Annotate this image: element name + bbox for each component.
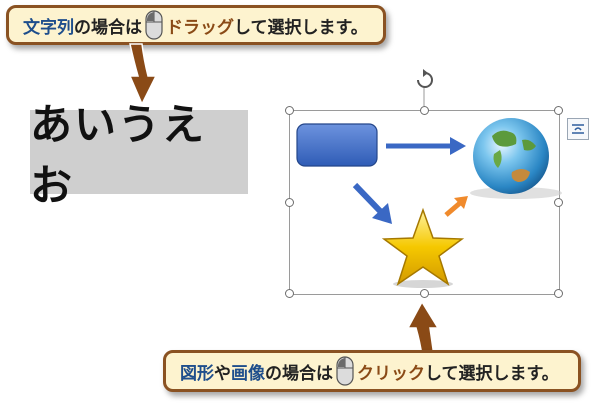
layout-options-icon [572,124,584,134]
diagonal-arrow-icon [352,182,392,224]
instruction-callout-shape: 図形 や 画像 の場合は クリック して選択します。 [163,350,581,392]
resize-handle-tm[interactable] [420,106,429,115]
rotate-handle-icon[interactable] [417,69,433,106]
keyword-click: クリック [357,363,425,384]
resize-handle-tr[interactable] [554,106,563,115]
instruction-callout-text: 文字列 の場合は ドラッグ して選択します。 [6,5,386,45]
mouse-icon [145,10,163,40]
resize-handle-mr[interactable] [554,198,563,207]
keyword-shape: 図形 [180,363,214,384]
right-arrow-icon [386,137,466,155]
resize-handle-bl[interactable] [285,289,294,298]
keyword-text: 文字列 [23,17,74,38]
keyword-drag: ドラッグ [166,17,234,38]
orange-arrow-icon [444,196,468,217]
keyword-image: 画像 [231,363,265,384]
globe-icon[interactable] [470,118,562,199]
down-arrow-icon [128,43,158,106]
callout-text-end: して選択します。 [234,17,368,38]
callout-text-end: して選択します。 [425,363,559,384]
mouse-icon [336,356,354,386]
layout-options-button[interactable] [567,118,589,140]
blue-rectangle-shape[interactable] [296,123,378,167]
star-icon[interactable] [381,207,465,288]
resize-handle-bm[interactable] [420,289,429,298]
resize-handle-ml[interactable] [285,198,294,207]
callout-text: や [214,363,231,384]
callout-text: の場合は [74,17,142,38]
up-arrow-icon [406,300,440,357]
callout-text: の場合は [265,363,333,384]
resize-handle-tl[interactable] [285,106,294,115]
resize-handle-br[interactable] [554,289,563,298]
